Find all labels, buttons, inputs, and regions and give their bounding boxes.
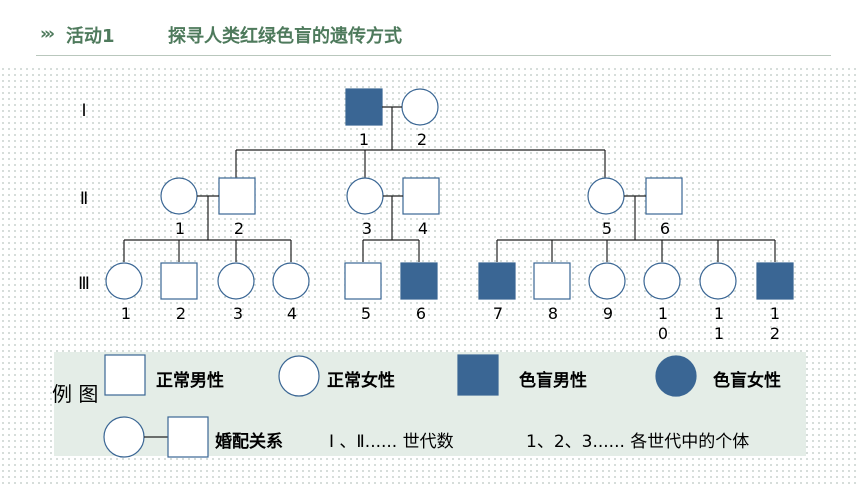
generation-label-2: Ⅱ [80,189,88,209]
gen2-label-4: 4 [418,219,428,238]
gen3-male-8 [533,262,571,300]
gen1-male-label: 1 [359,130,369,149]
legend-marriage-label: 婚配关系 [215,432,283,452]
gen2-male-4 [402,177,440,215]
legend-normal-male-icon [104,354,146,396]
gen3-label-12-digit-1: 1 [770,304,780,323]
gen3-male-2 [160,262,198,300]
activity-title: 活动1 [66,26,115,47]
legend-caption: 例 图 [52,382,99,406]
header-divider [36,55,831,56]
generation-label-1: Ⅰ [81,101,86,121]
gen2-label-1: 1 [175,219,185,238]
gen3-label-2: 2 [176,304,186,323]
gen3-label-5: 5 [361,304,371,323]
legend-normal-female-icon [278,355,320,397]
gen3-label-10-digit-1: 1 [658,304,668,323]
legend-affected-male-label: 色盲男性 [519,371,587,391]
gen3-male-6-affected [400,262,438,300]
gen3-label-8: 8 [548,304,558,323]
gen1-female-label: 2 [417,130,427,149]
gen3-label-4: 4 [287,304,297,323]
legend-individual-note: 1、2、3...... 各世代中的个体 [526,432,750,452]
legend-marriage-male-icon [167,416,209,458]
gen3-label-3: 3 [233,304,243,323]
legend-affected-female-label: 色盲女性 [713,371,781,391]
gen3-label-7: 7 [493,304,503,323]
gen2-label-2: 2 [234,219,244,238]
gen3-label-10-digit-2: 0 [658,324,668,343]
gen2-label-5: 5 [602,219,612,238]
chevron-icon: ››› [40,24,55,44]
legend-normal-male-label: 正常男性 [156,371,224,391]
legend-affected-male-icon [457,354,499,396]
gen3-label-12-digit-2: 2 [770,324,780,343]
gen3-female-1 [105,262,143,300]
gen3-label-9: 9 [603,304,613,323]
gen2-label-6: 6 [660,219,670,238]
gen3-female-9 [588,262,626,300]
slide-header: ››› 活动1 探寻人类红绿色盲的遗传方式 [0,0,860,64]
gen3-male-7-affected [478,262,516,300]
legend-marriage-female-icon [103,416,145,458]
gen2-male-2 [218,177,256,215]
legend-affected-female-icon [655,355,697,397]
gen3-female-11 [699,262,737,300]
gen3-female-3 [217,262,255,300]
topic-title: 探寻人类红绿色盲的遗传方式 [168,26,402,47]
gen3-male-5 [344,262,382,300]
gen3-label-6: 6 [416,304,426,323]
generation-label-3: Ⅲ [78,274,90,294]
gen3-label-11-digit-1: 1 [714,304,724,323]
gen3-female-10 [643,262,681,300]
legend-normal-female-label: 正常女性 [327,371,395,391]
gen3-label-1: 1 [121,304,131,323]
gen3-female-4 [272,262,310,300]
gen3-male-12-affected [756,262,794,300]
legend-generation-note: Ⅰ 、Ⅱ...... 世代数 [329,432,454,452]
gen2-label-3: 3 [362,219,372,238]
gen3-label-11-digit-2: 1 [714,324,724,343]
